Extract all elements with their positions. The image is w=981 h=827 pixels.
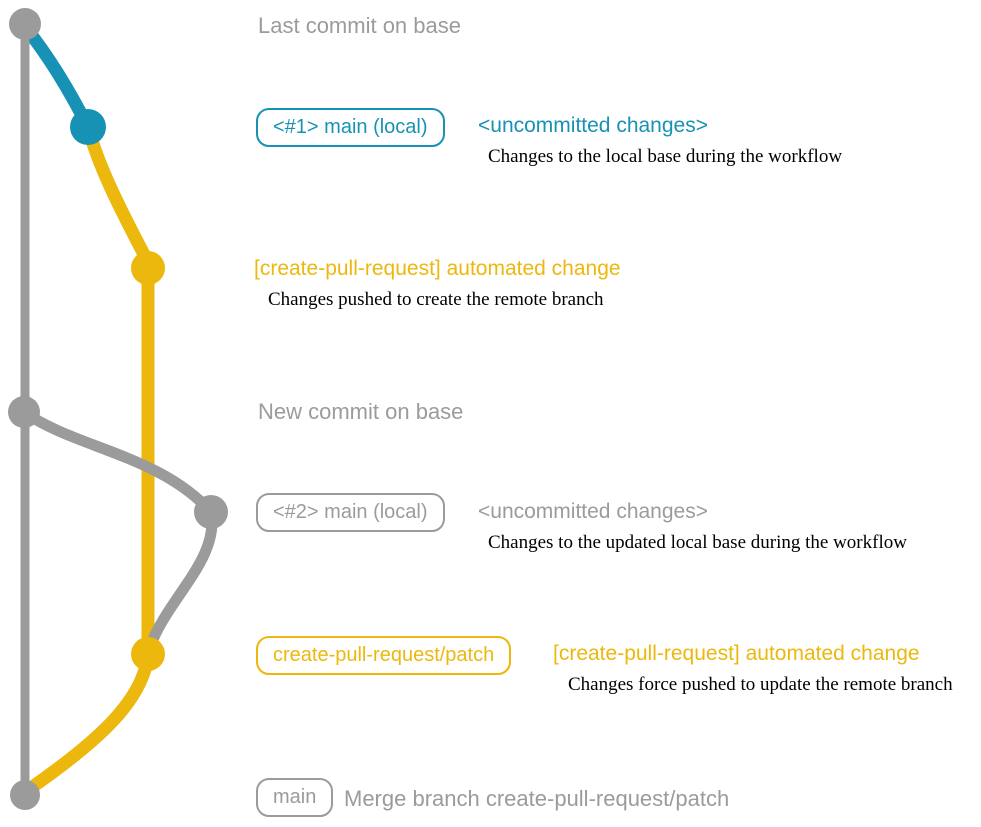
branch-badge-main: main bbox=[256, 778, 334, 817]
uncommitted-changes-1-label: <uncommitted changes> bbox=[478, 114, 708, 137]
commit-node-uncommitted-1 bbox=[70, 109, 106, 145]
commit-node-automated-2 bbox=[131, 637, 165, 671]
commit-node-uncommitted-2 bbox=[194, 495, 228, 529]
commit-node-automated-1 bbox=[131, 251, 165, 285]
uncommitted-changes-2-description: Changes to the updated local base during… bbox=[488, 532, 907, 553]
automated-change-1-description: Changes pushed to create the remote bran… bbox=[268, 289, 604, 310]
uncommitted-changes-1-description: Changes to the local base during the wor… bbox=[488, 146, 843, 167]
branch-badge-main-local-1: <#1> main (local) bbox=[256, 108, 445, 147]
commit-node-new-base bbox=[8, 396, 40, 428]
branch-badge-main-local-2: <#2> main (local) bbox=[256, 493, 445, 532]
automated-change-2-label: [create-pull-request] automated change bbox=[553, 642, 920, 665]
commit-node-merge bbox=[10, 780, 40, 810]
last-commit-label: Last commit on base bbox=[258, 13, 461, 38]
new-commit-label: New commit on base bbox=[258, 399, 464, 424]
automated-change-1-label: [create-pull-request] automated change bbox=[254, 257, 621, 280]
branch-badge-patch: create-pull-request/patch bbox=[256, 636, 512, 675]
patch-branch-curve-bottom bbox=[21, 648, 155, 797]
merge-commit-label: Merge branch create-pull-request/patch bbox=[344, 786, 730, 811]
uncommitted-changes-2-label: <uncommitted changes> bbox=[478, 500, 708, 523]
automated-change-2-description: Changes force pushed to update the remot… bbox=[568, 674, 953, 695]
patch-branch-curve-top bbox=[81, 120, 155, 269]
local-main-2-branch-curve-out bbox=[18, 406, 217, 518]
commit-node-last-base bbox=[9, 8, 41, 40]
local-main-2-branch-curve-in bbox=[143, 506, 218, 656]
